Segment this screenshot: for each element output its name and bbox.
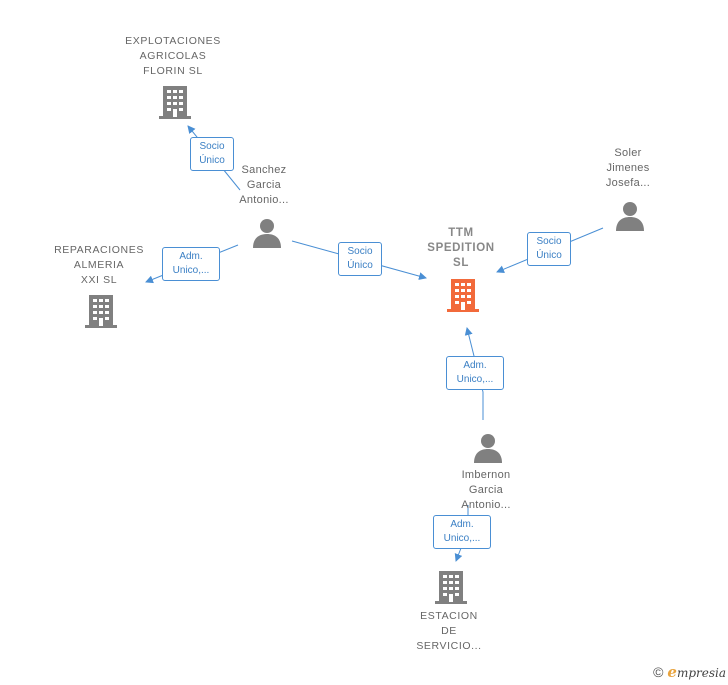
building-icon-ttm[interactable] bbox=[446, 277, 480, 313]
node-imbernon-label[interactable]: Imbernon Garcia Antonio... bbox=[461, 469, 511, 511]
node-soler-label[interactable]: Soler Jimenes Josefa... bbox=[605, 147, 651, 189]
footer-brand[interactable]: © empresia bbox=[653, 663, 726, 681]
building-icon-reparaciones[interactable] bbox=[84, 293, 118, 329]
edge-label-imbernon-ttm[interactable]: Adm. Unico,... bbox=[446, 356, 504, 390]
edge-label-sanchez-reparaciones[interactable]: Adm. Unico,... bbox=[162, 247, 220, 281]
person-icon-imbernon[interactable] bbox=[472, 433, 504, 463]
node-sanchez-label[interactable]: Sanchez Garcia Antonio... bbox=[239, 164, 289, 206]
person-icon-sanchez[interactable] bbox=[251, 218, 283, 248]
edge-label-sanchez-explotaciones[interactable]: Socio Único bbox=[190, 137, 234, 171]
node-explotaciones-label[interactable]: EXPLOTACIONES AGRICOLAS FLORIN SL bbox=[125, 35, 221, 77]
edge-label-sanchez-ttm[interactable]: Socio Único bbox=[338, 242, 382, 276]
node-estacion-label[interactable]: ESTACION DE SERVICIO... bbox=[416, 610, 482, 652]
edge-imbernon-ttm bbox=[464, 327, 484, 420]
copyright-icon: © bbox=[653, 664, 664, 680]
building-icon-estacion[interactable] bbox=[434, 569, 468, 605]
brand-logo-initial: e bbox=[667, 663, 677, 681]
edge-label-imbernon-estacion[interactable]: Adm. Unico,... bbox=[433, 515, 491, 549]
brand-logo-text: mpresia bbox=[676, 666, 726, 680]
building-icon-explotaciones[interactable] bbox=[158, 84, 192, 120]
node-reparaciones-label[interactable]: REPARACIONES ALMERIA XXI SL bbox=[54, 244, 144, 286]
node-ttm-label[interactable]: TTM SPEDITION SL bbox=[427, 227, 495, 269]
person-icon-soler[interactable] bbox=[614, 201, 646, 231]
edge-label-soler-ttm[interactable]: Socio Único bbox=[527, 232, 571, 266]
